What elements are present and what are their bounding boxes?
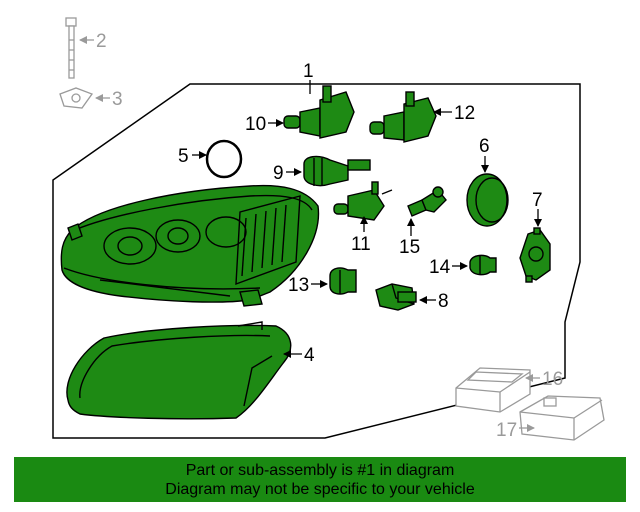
callout-1: 1 [303, 61, 314, 82]
callout-4: 4 [304, 345, 315, 366]
bulb-15-part [407, 186, 447, 217]
callout-12: 12 [454, 103, 475, 124]
headlamp-housing [60, 184, 320, 307]
notice-line-2: Diagram may not be specific to your vehi… [165, 481, 475, 498]
bulb-12-part [369, 91, 437, 143]
nut-part [59, 87, 94, 109]
callout-10: 10 [245, 114, 266, 135]
control-unit-17-part [519, 395, 605, 441]
callout-11: 11 [351, 234, 371, 255]
callout-2: 2 [96, 31, 107, 52]
callout-8: 8 [438, 291, 449, 312]
bulb-10-part [283, 85, 355, 139]
bulb-9-part [303, 155, 371, 187]
bulb-14-part [469, 254, 497, 276]
callout-17: 17 [496, 420, 517, 441]
callout-6: 6 [479, 136, 490, 157]
bulb-11-part [333, 181, 393, 221]
parts-diagram: 1 2 3 4 [52, 17, 605, 441]
socket-8-part [375, 283, 417, 311]
bulb-13-part [329, 267, 357, 295]
lens-part [66, 321, 292, 420]
notice-line-1: Part or sub-assembly is #1 in diagram [185, 462, 455, 479]
callout-7: 7 [532, 190, 543, 211]
assembly-outline [52, 83, 581, 439]
bolt-part [65, 17, 77, 79]
ballast-16-part [455, 367, 531, 413]
callout-5: 5 [178, 146, 189, 167]
o-ring-part [205, 139, 243, 179]
callout-14: 14 [429, 257, 451, 278]
callout-9: 9 [273, 163, 284, 184]
diagram-notice-banner: Part or sub-assembly is #1 in diagram Di… [14, 457, 626, 502]
callout-13: 13 [288, 275, 309, 296]
bracket-7-part [519, 227, 551, 283]
cover-cap-part [466, 173, 509, 227]
callout-15: 15 [399, 237, 420, 258]
callout-16: 16 [542, 369, 563, 390]
callout-3: 3 [112, 89, 123, 110]
